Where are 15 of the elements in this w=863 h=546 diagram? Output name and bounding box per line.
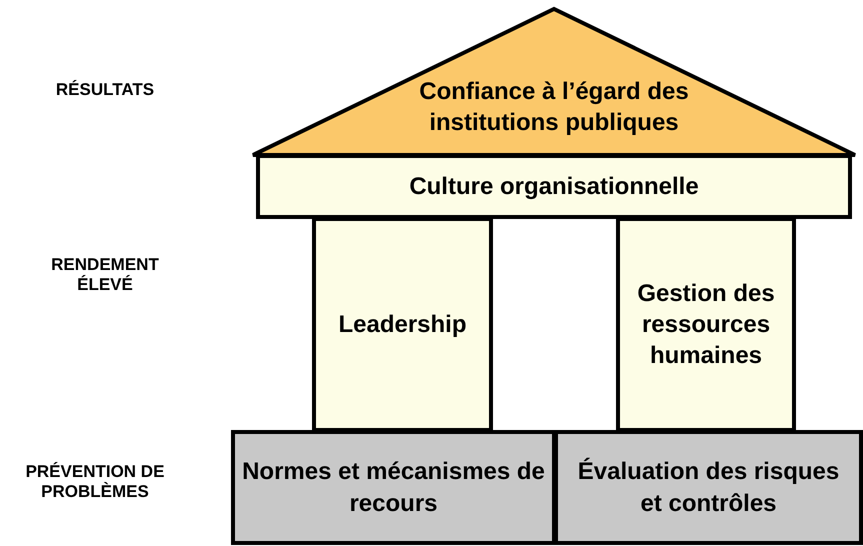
foundation-box	[554, 430, 863, 545]
roof-triangle	[250, 6, 858, 158]
node-text: Leadership	[337, 310, 468, 340]
pillar-box	[616, 217, 796, 432]
foundation-box	[231, 430, 556, 545]
node-text: Normes et mécanismes de recours	[241, 457, 546, 518]
row-label: RENDEMENT ÉLEVÉ	[50, 255, 160, 295]
node-text: Évaluation des risques et contrôles	[576, 456, 840, 518]
pillar-box	[312, 217, 493, 432]
node-text: Gestion des ressources humaines	[636, 278, 776, 372]
row-label: RÉSULTATS	[54, 80, 156, 100]
node-text: Confiance à l’égard des institutions publiques	[418, 77, 690, 138]
beam-box	[256, 154, 852, 219]
node-text: Culture organisationnelle	[408, 172, 700, 202]
row-label: PRÉVENTION DE PROBLÈMES	[24, 462, 166, 502]
